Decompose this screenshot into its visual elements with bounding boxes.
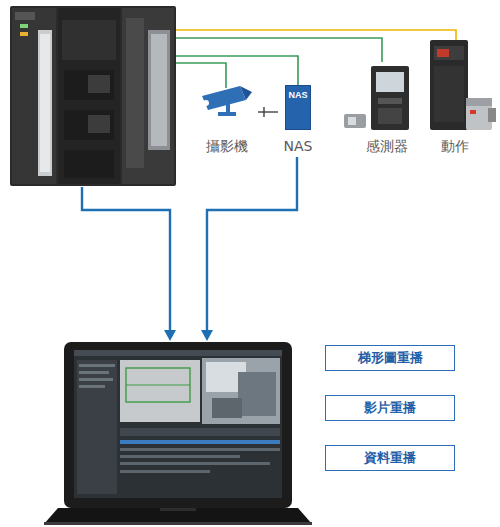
laptop: [120, 360, 200, 422]
sensor-icon: [378, 98, 402, 104]
laptop: [120, 462, 270, 465]
plc-controller: [40, 34, 50, 172]
plc-controller: [148, 30, 170, 150]
laptop: [238, 372, 276, 416]
nas-node: NASNAS: [278, 82, 318, 154]
laptop: [120, 448, 280, 451]
servo-motor-icon: [430, 40, 468, 130]
laptop: [120, 440, 280, 444]
camera-icon: [202, 86, 252, 116]
plc-controller: [15, 12, 35, 20]
laptop: [120, 428, 280, 436]
data-flow-line: [207, 157, 297, 332]
servo-motor-icon: [437, 49, 449, 57]
laptop: [126, 385, 190, 386]
camera-icon: [202, 86, 246, 110]
laptop: [77, 360, 117, 494]
plc-controller: [88, 115, 110, 133]
data-flow-line: [82, 157, 297, 332]
servo-motor-icon: [430, 40, 496, 130]
plc-controller: [58, 8, 120, 184]
motion-node: 動作: [430, 30, 480, 154]
function-label: 梯形圖重播: [358, 349, 423, 367]
function-label: 影片重播: [364, 399, 416, 417]
replay-box: 影片重播: [325, 395, 455, 421]
plc-controller: [62, 20, 116, 60]
plc-controller: [122, 8, 174, 184]
cable-connector: [258, 107, 278, 117]
arrow-head: [201, 330, 213, 341]
sensor-icon: [344, 114, 366, 128]
arrow-head: [164, 330, 213, 341]
plc-controller: [64, 110, 114, 140]
plc-controller: [38, 30, 52, 176]
laptop: [126, 368, 190, 402]
device-label: 動作: [410, 138, 500, 154]
servo-motor-icon: [488, 108, 496, 122]
plc-controller: [20, 24, 28, 28]
laptop: [74, 350, 282, 498]
fieldbus-cable: [176, 63, 226, 88]
laptop: [44, 508, 312, 524]
sensor-icon: [348, 117, 356, 125]
plc-controller: [126, 18, 144, 168]
replay-box: 梯形圖重播: [325, 345, 455, 371]
cable-line: [258, 111, 278, 112]
cable-tick: [263, 107, 264, 117]
laptop: [212, 398, 242, 418]
plc-controller: [88, 75, 110, 93]
laptop: [44, 342, 312, 525]
plc-controller: [12, 8, 56, 184]
laptop: [79, 378, 113, 381]
plc-controller: [10, 6, 176, 186]
plc-controller: [20, 32, 28, 36]
arrow-head: [164, 330, 176, 341]
data-flow-line: [82, 187, 170, 332]
servo-motor-icon: [434, 66, 464, 122]
sensor-icon: [371, 66, 409, 130]
laptop: [120, 470, 210, 473]
fieldbus-cable: [176, 30, 456, 88]
laptop: [120, 455, 240, 458]
camera-icon: [240, 86, 252, 100]
replay-box: 資料重播: [325, 445, 455, 471]
fieldbus-cable: [176, 56, 298, 85]
sensor-icon: [376, 72, 404, 92]
servo-motor-icon: [470, 110, 476, 114]
laptop: [79, 385, 105, 388]
camera-icon: [218, 112, 236, 116]
plc-controller: [151, 34, 167, 146]
device-badge: NAS: [285, 85, 311, 130]
sensor-icon: [344, 66, 409, 130]
laptop: [160, 508, 196, 511]
device-label: 攝影機: [176, 138, 278, 154]
laptop: [64, 342, 292, 508]
camera-icon: [203, 100, 209, 106]
sensor-node: 感測器: [362, 60, 412, 154]
plc-controller: [64, 70, 114, 100]
laptop: [79, 371, 109, 374]
plc-controller: [64, 150, 114, 178]
laptop: [202, 358, 280, 424]
device-label: NAS: [258, 138, 338, 154]
camera-node: 攝影機: [196, 82, 258, 154]
function-label: 資料重播: [364, 449, 416, 467]
sensor-icon: [378, 108, 402, 124]
servo-motor-icon: [434, 46, 464, 60]
device-label: 感測器: [342, 138, 432, 154]
laptop: [44, 522, 312, 525]
fieldbus-cable: [176, 38, 382, 62]
plc-controller: [10, 6, 176, 186]
servo-motor-icon: [466, 98, 492, 106]
laptop: [79, 364, 115, 367]
laptop: [74, 350, 282, 356]
